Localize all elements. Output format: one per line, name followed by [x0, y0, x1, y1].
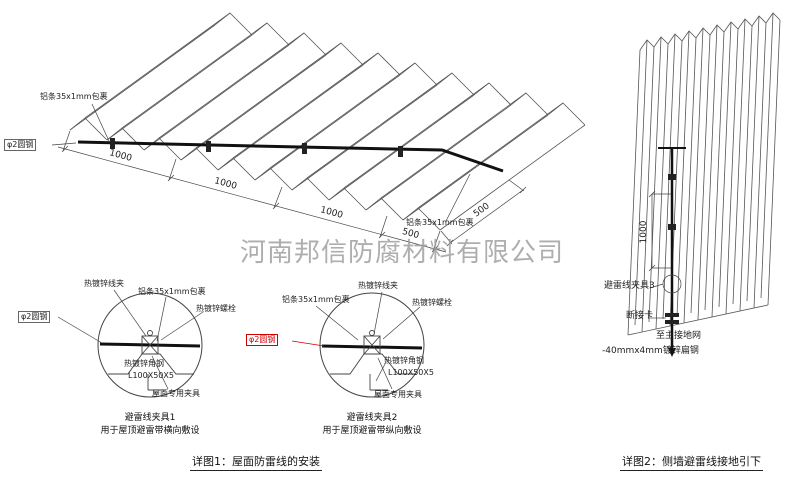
roof-lightning-wire	[77, 138, 504, 173]
d1-bolt-label: 热镀锌螺栓	[196, 304, 236, 313]
roof-dim-500: 500	[401, 227, 420, 241]
roof-dim-side-500: 500	[472, 201, 492, 219]
d2-bolt-label: 热镀锌螺栓	[412, 298, 452, 307]
breaker-plate	[665, 320, 679, 324]
wall-downlead-drawing	[648, 147, 686, 357]
d2-alu-label: 铝条35x1mm包裹	[282, 295, 350, 304]
d2-subtitle: 用于屋顶避雷带纵向敷设	[322, 426, 422, 436]
d2-steel-label: φ2圆钢	[246, 334, 279, 346]
d2-angle-spec-label: L100X50X5	[388, 368, 434, 377]
roof-dim-1000-b: 1000	[213, 176, 238, 192]
detail1-drawing	[57, 289, 204, 398]
wall-breaker-label: 断接卡	[626, 311, 654, 321]
wall-panel-drawing	[627, 12, 781, 336]
wall-ground-label: 至主接地网	[656, 331, 702, 341]
downlead-clamp-mark	[668, 174, 676, 180]
d1-subtitle: 用于屋顶避雷带横向敷设	[100, 426, 200, 436]
wall-flat-steel-label: -40mmx4mm镀锌扁钢	[602, 346, 699, 356]
roof-dimensions	[57, 130, 527, 253]
figure2-caption: 详图2：侧墙避雷线接地引下	[620, 453, 763, 471]
wall-dim-1000: 1000	[639, 220, 649, 243]
d2-angle-label: 热镀锌角钢	[384, 356, 424, 365]
breaker-plate	[665, 313, 679, 317]
wire-clamp-mark	[110, 138, 115, 149]
detail2-drawing	[291, 291, 425, 398]
roof-alu-label-right: 铝条35x1mm包裹	[406, 218, 474, 227]
downlead-clamp-mark	[668, 224, 676, 230]
d2-title: 避雷线夹具2	[346, 413, 398, 423]
roof-steel-label: φ2圆钢	[4, 139, 37, 151]
d2-fixture-label: 屋面专用夹具	[374, 390, 422, 399]
d2-clamp-label: 热镀锌线夹	[358, 281, 398, 290]
d1-title: 避雷线夹具1	[124, 413, 176, 423]
figure1-caption: 详图1：屋面防雷线的安装	[190, 453, 322, 471]
wall-clamp3-label: 避雷线夹具3	[604, 281, 655, 291]
ground-arrowhead	[668, 348, 676, 357]
d1-angle-spec-label: L100X50X5	[128, 371, 174, 380]
roof-alu-label-left: 铝条35x1mm包裹	[40, 92, 108, 101]
wire-clamp-mark	[302, 143, 307, 154]
company-watermark: 河南邦信防腐材料有限公司	[240, 238, 565, 268]
d1-angle-label: 热镀锌角钢	[124, 359, 164, 368]
roof-panel-drawing	[69, 12, 586, 231]
wire-clamp-mark	[206, 141, 211, 152]
d1-alu-label: 铝条35x1mm包裹	[138, 287, 206, 296]
d1-steel-label: φ2圆钢	[18, 311, 51, 323]
roof-leader-lines	[51, 103, 471, 222]
wire-clamp-mark	[398, 146, 403, 157]
d1-fixture-label: 屋面专用夹具	[152, 389, 200, 398]
d1-clamp-label: 热镀锌线夹	[84, 279, 124, 288]
